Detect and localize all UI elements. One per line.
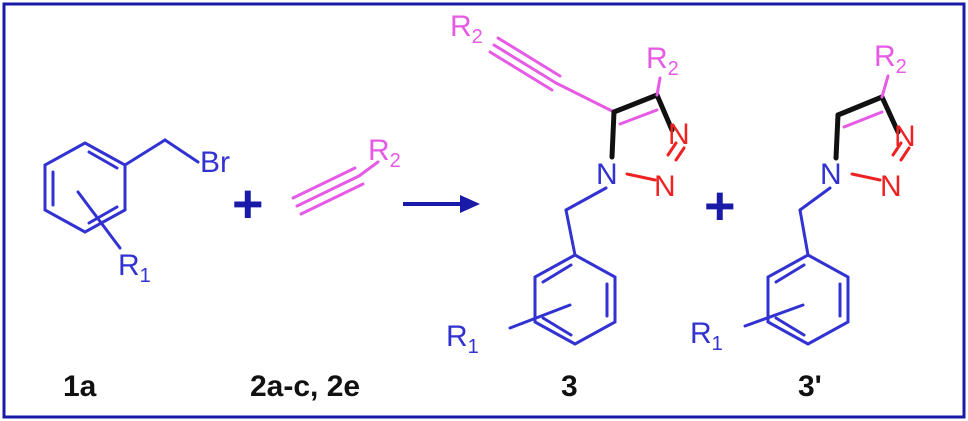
ch2-bond — [123, 138, 167, 167]
r1-label: R1 — [118, 249, 151, 287]
alkynyl-triple-bond — [488, 50, 554, 92]
triazole-n2-n3-bond — [891, 141, 903, 157]
alkyne-triple-bond — [299, 182, 365, 216]
alkynyl-triple-bond — [492, 43, 558, 85]
benzene-ring-3 — [533, 253, 617, 346]
c4-r2-bond — [880, 74, 890, 99]
reaction-arrow — [403, 195, 480, 213]
plus-sign: + — [232, 174, 264, 234]
r2-label: R2 — [368, 134, 401, 172]
triazole-n1-label: N — [820, 158, 842, 191]
ring-double-bond — [87, 205, 119, 225]
r2-label: R2 — [874, 40, 907, 78]
triazole-n1-n2-bond — [850, 172, 882, 182]
triazole-c4-c5-double-bond — [842, 110, 884, 129]
r2-label: R2 — [450, 10, 483, 48]
ch2-aryl-bond — [798, 208, 810, 257]
triazole-n2-n3-bond — [666, 141, 678, 157]
triazole-c4-n3-bond — [879, 94, 901, 135]
triazole-n1-n2-bond — [625, 172, 657, 182]
alkyne-structure: R2 — [291, 134, 401, 216]
triazole-n1-label: N — [596, 158, 618, 191]
ch2-br-bond — [163, 138, 200, 164]
ring-double-bond — [541, 263, 573, 284]
triazole-n3-label: N — [668, 118, 690, 151]
triazole-c4-c5-bond — [835, 94, 885, 118]
n-ch2-bond — [564, 186, 608, 212]
plus-sign: + — [704, 176, 736, 236]
triazole-c5-n1-bond — [609, 109, 617, 160]
r2-label: R2 — [646, 42, 679, 80]
triazole-n2-n3-bond — [899, 146, 911, 162]
ring-double-bond — [87, 150, 119, 170]
alkynyl-triple-bond — [496, 36, 562, 78]
r1-substituent-bond — [743, 303, 805, 328]
n-ch2-bond — [798, 186, 832, 212]
triazole-n2-label: N — [654, 170, 676, 203]
bromine-label: Br — [200, 146, 230, 179]
product-3-structure: R2 R2 N N N R1 — [446, 10, 690, 358]
triazole-n2-n3-bond — [674, 146, 686, 162]
r1-label: R1 — [690, 317, 723, 355]
ring-double-bond — [774, 263, 806, 284]
alkyne-triple-bond — [295, 174, 361, 208]
ring-double-bond — [774, 316, 806, 337]
triazole-n2-label: N — [880, 170, 902, 203]
triazole-c4-c5-double-bond — [618, 108, 659, 126]
benzene-ring-3-prime — [766, 253, 850, 346]
product-3-prime-structure: R2 N N N R1 — [690, 40, 916, 355]
triazole-c4-c5-bond — [611, 92, 660, 115]
compound-label-3-prime: 3' — [798, 370, 822, 403]
c4-r2-bond — [655, 76, 662, 97]
ch2-aryl-bond — [564, 208, 577, 257]
r1-label: R1 — [446, 320, 479, 358]
ring-double-bond — [541, 316, 573, 337]
r1-substituent-bond — [508, 303, 572, 330]
benzene-ring-1a — [43, 141, 127, 234]
compound-label-1a: 1a — [63, 370, 97, 403]
alkyne-triple-bond — [291, 166, 357, 200]
r1-substituent-bond — [76, 190, 122, 250]
alkynyl-c5-bond — [554, 81, 616, 114]
triazole-c4-n3-bond — [654, 92, 675, 133]
compound-label-2: 2a-c, 2e — [250, 370, 360, 403]
triazole-n3-label: N — [894, 120, 916, 153]
compound-label-3: 3 — [561, 370, 578, 403]
benzyl-bromide-structure: Br R1 — [43, 138, 230, 287]
alkyne-r2-bond — [357, 160, 380, 178]
triazole-c5-n1-bond — [833, 112, 841, 161]
